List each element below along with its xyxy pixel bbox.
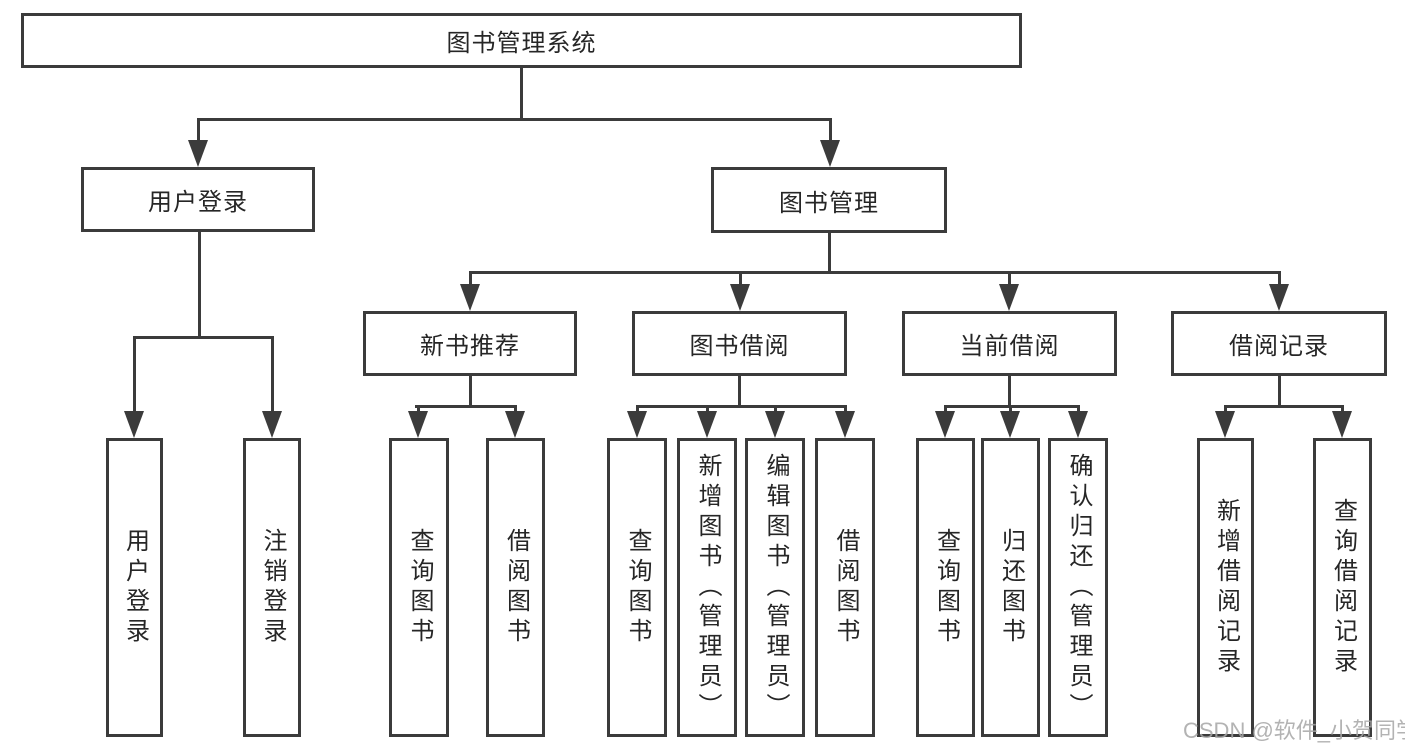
csdn-watermark: CSDN @软件_小贺同学 <box>1183 718 1405 743</box>
leaf-return-books: 归还图书 <box>981 438 1040 737</box>
vline <box>774 405 777 415</box>
arrow-down-icon <box>730 284 750 311</box>
arrow-down-icon <box>124 411 144 438</box>
leaf-confirm-return-admin: 确认归还（管理员） <box>1048 438 1108 737</box>
vline <box>197 118 200 143</box>
vline <box>1224 405 1227 415</box>
leaf-query-borrow-record: 查询借阅记录 <box>1313 438 1372 737</box>
vline <box>706 405 709 415</box>
hline <box>1224 405 1344 408</box>
vline <box>1278 376 1281 408</box>
hline <box>469 271 1281 274</box>
vline <box>739 271 742 287</box>
vline <box>198 232 201 339</box>
arrow-down-icon <box>262 411 282 438</box>
vline <box>844 405 847 415</box>
leaf-query-books-borrowing: 查询图书 <box>607 438 667 737</box>
leaf-query-books-current: 查询图书 <box>916 438 975 737</box>
node-new-book-recommend: 新书推荐 <box>363 311 577 376</box>
vline <box>271 336 274 414</box>
vline <box>1278 271 1281 287</box>
vline <box>828 233 831 274</box>
vline <box>469 376 472 408</box>
arrow-down-icon <box>835 411 855 438</box>
arrow-down-icon <box>697 411 717 438</box>
arrow-down-icon <box>1269 284 1289 311</box>
hline <box>415 405 517 408</box>
vline <box>636 405 639 415</box>
node-book-borrowing: 图书借阅 <box>632 311 847 376</box>
leaf-add-books-admin: 新增图书（管理员） <box>677 438 737 737</box>
arrow-down-icon <box>408 411 428 438</box>
leaf-query-books-recommend: 查询图书 <box>389 438 449 737</box>
vline <box>738 376 741 408</box>
vline <box>1077 405 1080 415</box>
arrow-down-icon <box>1068 411 1088 438</box>
hline <box>197 118 831 121</box>
vline <box>514 405 517 415</box>
vline <box>944 405 947 415</box>
vline <box>133 336 136 414</box>
vline <box>1008 271 1011 287</box>
node-borrow-records: 借阅记录 <box>1171 311 1387 376</box>
arrow-down-icon <box>460 284 480 311</box>
node-current-borrowing: 当前借阅 <box>902 311 1117 376</box>
node-library-management-system: 图书管理系统 <box>21 13 1022 68</box>
vline <box>469 271 472 287</box>
arrow-down-icon <box>820 140 840 167</box>
vline <box>417 405 420 415</box>
arrow-down-icon <box>188 140 208 167</box>
arrow-down-icon <box>505 411 525 438</box>
node-user-login: 用户登录 <box>81 167 315 232</box>
leaf-add-borrow-record: 新增借阅记录 <box>1197 438 1254 737</box>
arrow-down-icon <box>765 411 785 438</box>
arrow-down-icon <box>627 411 647 438</box>
vline <box>829 118 832 143</box>
arrow-down-icon <box>999 284 1019 311</box>
vline <box>1008 376 1011 408</box>
node-book-management: 图书管理 <box>711 167 947 233</box>
hline <box>133 336 274 339</box>
leaf-borrow-books: 借阅图书 <box>815 438 875 737</box>
arrow-down-icon <box>1000 411 1020 438</box>
arrow-down-icon <box>1215 411 1235 438</box>
hline <box>944 405 1080 408</box>
leaf-logout: 注销登录 <box>243 438 301 737</box>
vline <box>1341 405 1344 415</box>
leaf-user-login: 用户登录 <box>106 438 163 737</box>
arrow-down-icon <box>935 411 955 438</box>
hline <box>636 405 847 408</box>
vline <box>1009 405 1012 415</box>
leaf-borrow-books-recommend: 借阅图书 <box>486 438 545 737</box>
vline <box>520 68 523 121</box>
leaf-edit-books-admin: 编辑图书（管理员） <box>745 438 805 737</box>
arrow-down-icon <box>1332 411 1352 438</box>
